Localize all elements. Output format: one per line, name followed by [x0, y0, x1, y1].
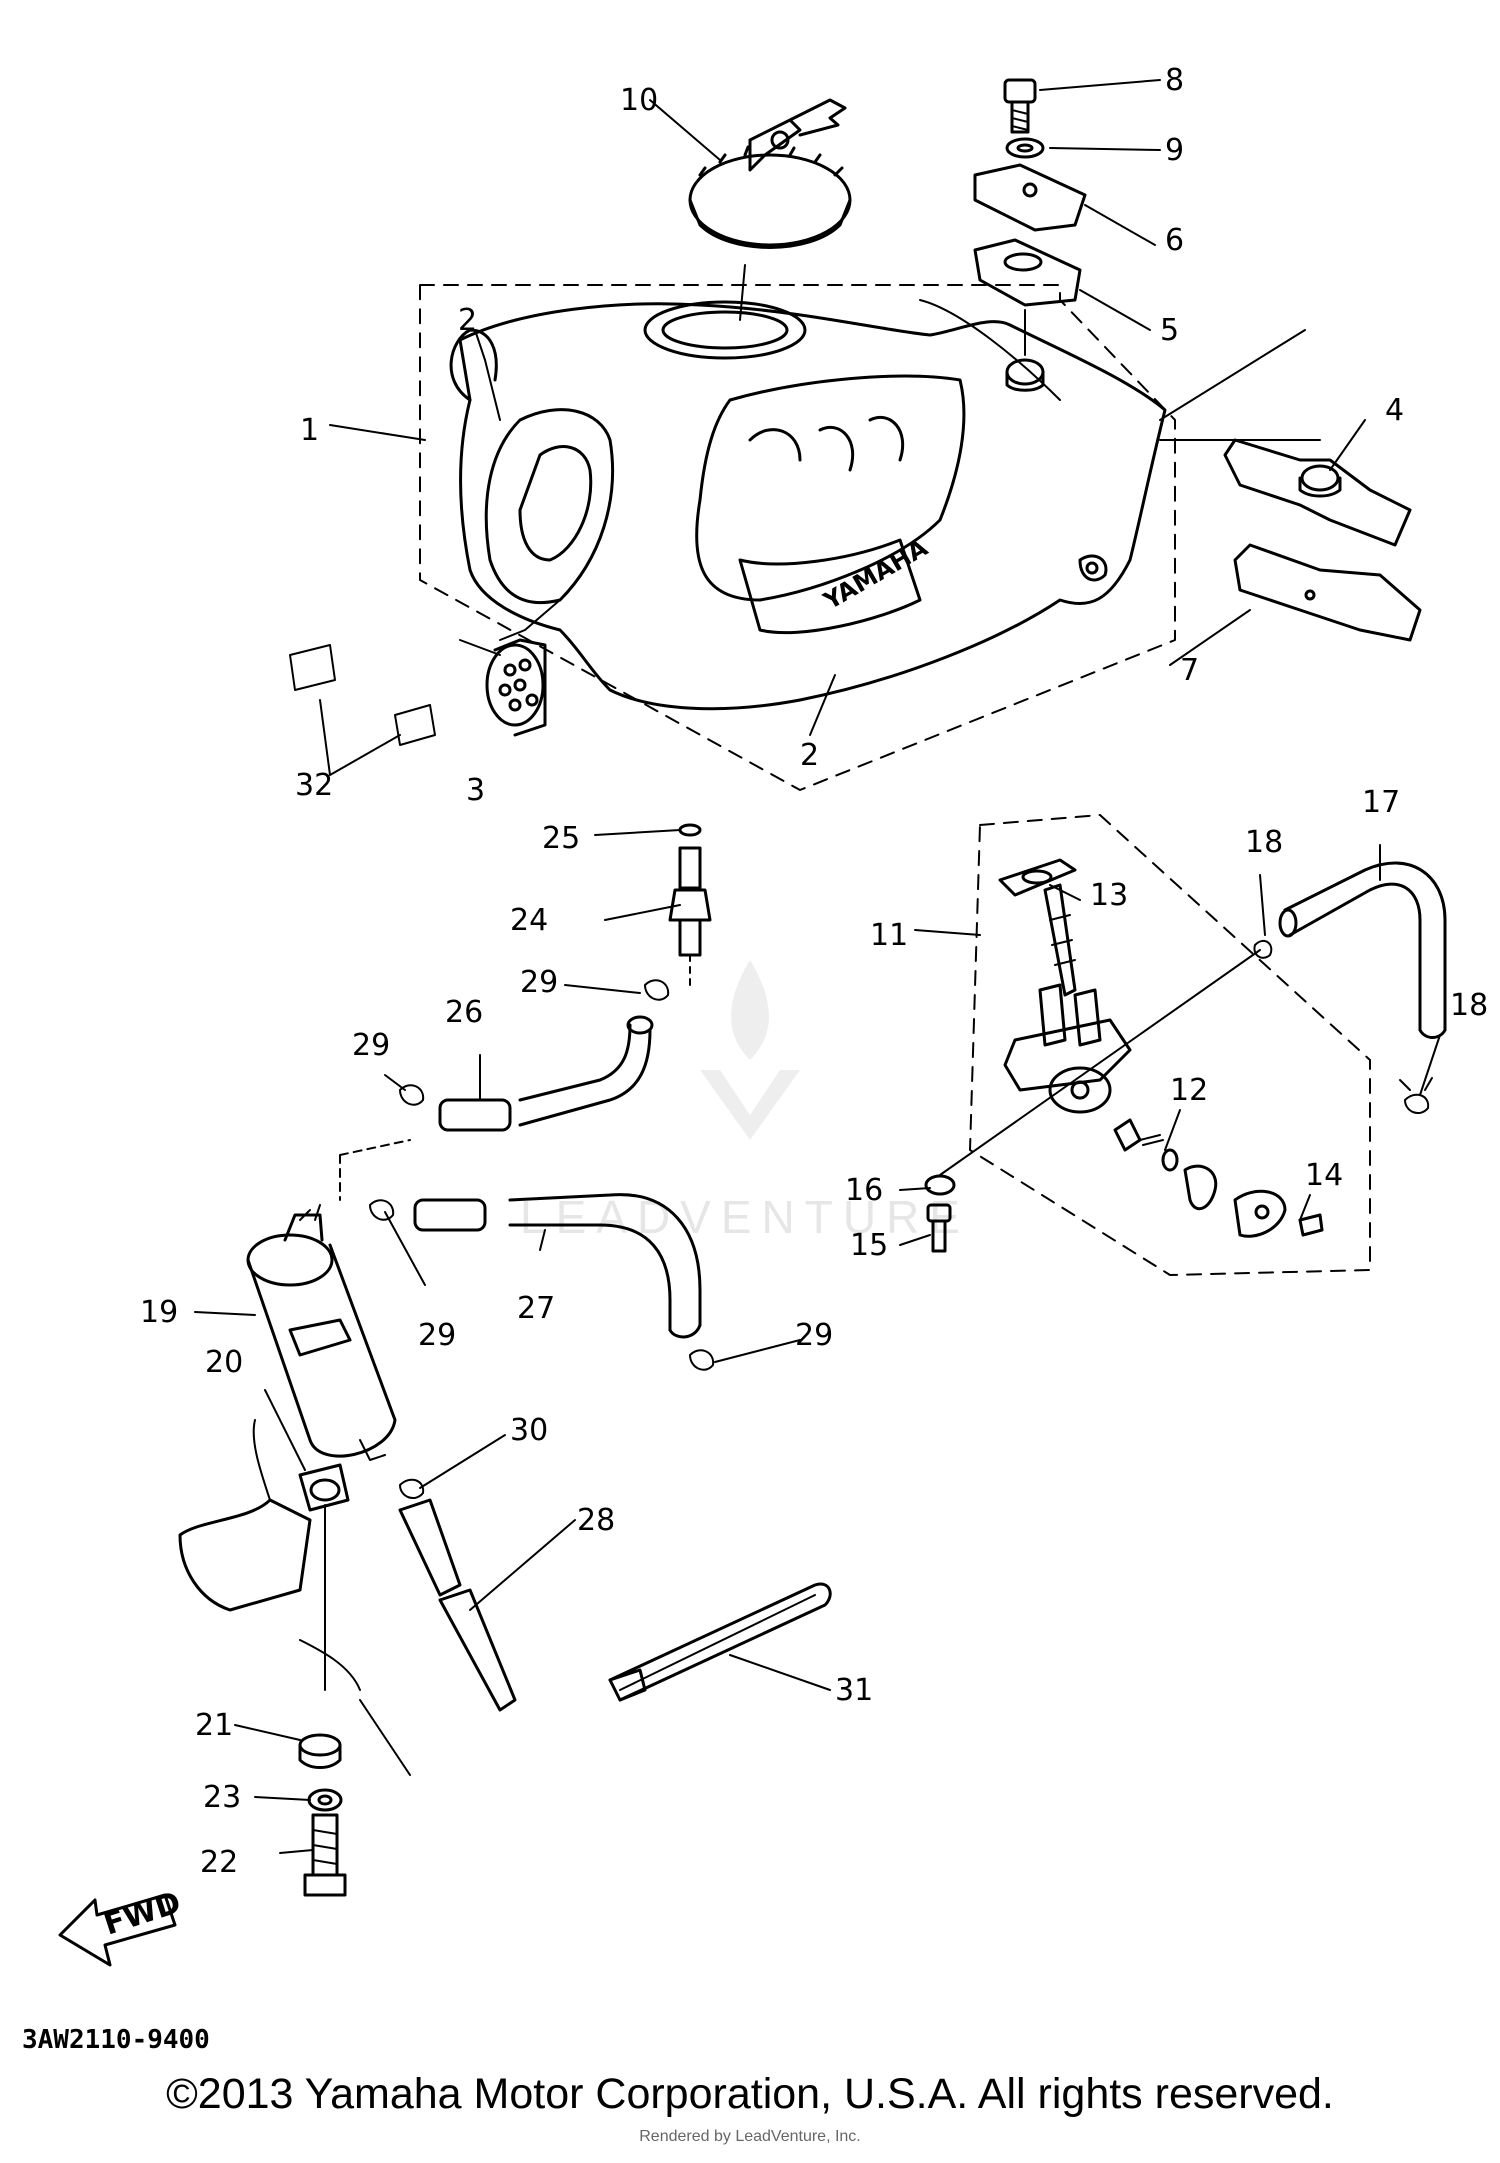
callout-13: 13	[1090, 878, 1128, 913]
callout-14: 14	[1305, 1158, 1343, 1193]
rendered-by-note: Rendered by LeadVenture, Inc.	[639, 2128, 861, 2145]
callout-29-c: 29	[418, 1318, 456, 1353]
callout-8: 8	[1165, 63, 1184, 98]
fuel-cock-dashed-box	[969, 814, 1371, 1276]
callout-26: 26	[445, 995, 483, 1030]
hose-17	[1278, 861, 1447, 1039]
callout-1: 1	[300, 413, 319, 448]
callout-2-top: 2	[458, 303, 477, 338]
hose-28	[398, 1498, 517, 1712]
fuel-cock	[1003, 883, 1132, 1114]
callout-18-left: 18	[1245, 825, 1283, 860]
damper-20	[298, 1463, 350, 1512]
tank-group-dashed-box	[419, 284, 1176, 791]
callout-24: 24	[510, 903, 548, 938]
rubber-5	[973, 238, 1082, 307]
fuel-pump-19	[246, 1204, 397, 1461]
mount-bracket	[178, 1419, 361, 1691]
clip-29	[369, 979, 715, 1371]
callout-3: 3	[466, 773, 485, 808]
screw-15-washer-16	[924, 1174, 956, 1253]
rubber-6	[973, 163, 1087, 232]
pad-3	[485, 638, 547, 737]
callout-4: 4	[1385, 393, 1404, 428]
cap-leader-line	[739, 264, 746, 321]
clip-18	[1253, 939, 1433, 1115]
strap-31	[608, 1582, 832, 1702]
clip-30	[399, 1478, 425, 1500]
copyright-notice: ©2013 Yamaha Motor Corporation, U.S.A. A…	[166, 2070, 1334, 2118]
callout-31: 31	[835, 1673, 873, 1708]
callout-29-a: 29	[520, 965, 558, 1000]
callout-27: 27	[517, 1291, 555, 1326]
callout-12: 12	[1170, 1073, 1208, 1108]
fuel-cap	[688, 98, 852, 249]
callout-labels: 1 2 2 3 4 5 6 7 8 9 10 11 12 13 14 15 16…	[140, 63, 1488, 1880]
watermark-text: LEADVENTURE	[520, 1191, 970, 1243]
fitting-24	[668, 823, 712, 957]
callout-7: 7	[1180, 653, 1199, 688]
bracket-4	[1223, 438, 1412, 547]
callout-15: 15	[850, 1228, 888, 1263]
hose-26	[438, 1015, 654, 1132]
callout-6: 6	[1165, 223, 1184, 258]
callout-18-right: 18	[1450, 988, 1488, 1023]
callout-21: 21	[195, 1708, 233, 1743]
callout-23: 23	[203, 1780, 241, 1815]
callout-32: 32	[295, 768, 333, 803]
bolt-8	[1003, 78, 1037, 134]
callout-30: 30	[510, 1413, 548, 1448]
callout-5: 5	[1160, 313, 1179, 348]
callout-17: 17	[1362, 785, 1400, 820]
leader-lines	[194, 79, 1441, 1854]
callout-11: 11	[870, 918, 908, 953]
gasket-13	[998, 858, 1077, 897]
hose-27	[413, 1193, 702, 1339]
callout-10: 10	[620, 83, 658, 118]
callout-29-d: 29	[795, 1318, 833, 1353]
parts-12-14	[1113, 1118, 1324, 1238]
washer-23	[307, 1788, 343, 1812]
callout-29-b: 29	[352, 1028, 390, 1063]
bolt-22	[303, 1813, 347, 1897]
fuel-tank: YAMAHA	[449, 299, 1167, 711]
callout-22: 22	[200, 1845, 238, 1880]
damper-nut	[1005, 358, 1045, 392]
watermark-logo-icon	[690, 950, 810, 1150]
label-32	[289, 644, 436, 746]
callout-19: 19	[140, 1295, 178, 1330]
fwd-arrow-icon	[58, 1893, 177, 1967]
callout-2-bottom: 2	[800, 738, 819, 773]
cover-7	[1233, 543, 1422, 642]
callout-20: 20	[205, 1345, 243, 1380]
callout-25: 25	[542, 821, 580, 856]
callout-28: 28	[577, 1503, 615, 1538]
callout-9: 9	[1165, 133, 1184, 168]
washer-9	[1005, 137, 1045, 159]
collar-21	[298, 1733, 342, 1769]
callout-16: 16	[845, 1173, 883, 1208]
part-code: 3AW2110-9400	[22, 2025, 210, 2055]
